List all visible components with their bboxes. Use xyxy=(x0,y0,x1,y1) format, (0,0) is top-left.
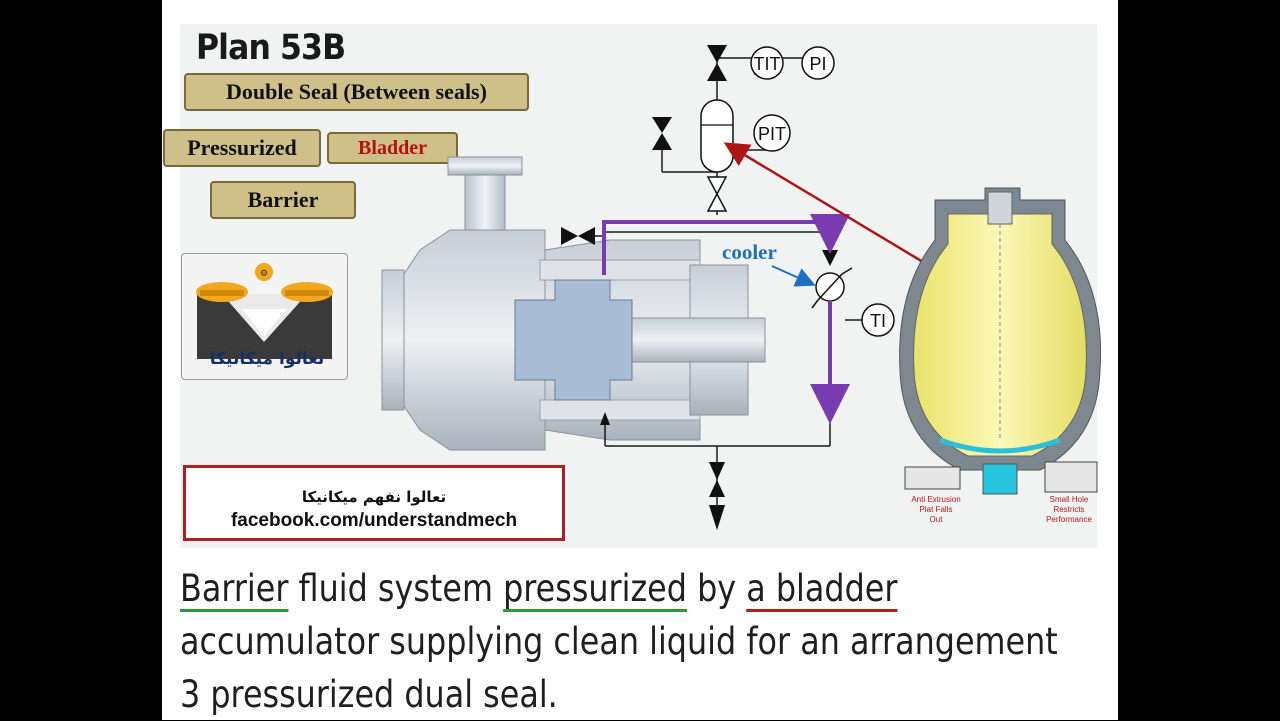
caption-word-bladder: a bladder xyxy=(746,567,898,610)
tag-double-seal: Double Seal (Between seals) xyxy=(184,73,529,111)
instrument-ti xyxy=(861,303,895,337)
logo: ⚙ تعالوا ميكانيكا xyxy=(181,253,348,380)
caption-line-3: 3 pressurized dual seal. xyxy=(180,673,558,716)
instrument-pi-label: PI xyxy=(809,54,826,74)
anti-extrusion-line3: Out xyxy=(930,515,944,524)
instrument-pit-label: PIT xyxy=(758,124,786,144)
tag-barrier: Barrier xyxy=(210,181,356,219)
svg-text:⚙: ⚙ xyxy=(260,268,268,278)
caption-line-1: Barrier fluid system pressurized by a bl… xyxy=(180,562,954,615)
bladder-pointer-arrow xyxy=(723,142,934,270)
small-hole-line3: Performance xyxy=(1046,515,1092,524)
facebook-url: facebook.com/understandmech xyxy=(230,510,518,531)
barrier-fluid-line xyxy=(602,214,850,424)
valve-open xyxy=(706,176,728,212)
logo-arabic-text: تعالوا ميكانيكا xyxy=(209,349,325,369)
caption-line-2: accumulator supplying clean liquid for a… xyxy=(180,620,1058,663)
caption-text: fluid system xyxy=(288,567,504,610)
cooler-label: cooler xyxy=(722,240,777,264)
instrument-tit-label: TIT xyxy=(754,54,781,74)
plan-title: Plan 53B xyxy=(196,28,346,68)
tag-bladder: Bladder xyxy=(327,132,458,164)
caption: Barrier fluid system pressurized by a bl… xyxy=(180,562,1058,721)
accumulator-notes: Anti Extrusion Plat Falls Out Small Hole… xyxy=(911,495,1092,524)
small-hole-line1: Small Hole xyxy=(1050,495,1089,504)
bladder-accumulator-symbol xyxy=(700,99,734,173)
caption-word-barrier: Barrier xyxy=(180,567,289,610)
caption-word-pressurized: pressurized xyxy=(503,567,687,610)
instrument-pi xyxy=(801,46,835,80)
caption-text: by xyxy=(686,567,747,610)
pump xyxy=(381,156,766,451)
facebook-box: تعالوا نفهم ميكانيكا facebook.com/unders… xyxy=(183,465,565,541)
small-hole-line2: Restricts xyxy=(1053,505,1084,514)
instrument-pit xyxy=(753,114,791,152)
facebook-arabic-text: تعالوا نفهم ميكانيكا xyxy=(301,488,447,506)
tag-pressurized: Pressurized xyxy=(163,129,321,167)
cooler-symbol xyxy=(811,250,853,309)
seal-chamber xyxy=(514,279,633,401)
logo-graphic: ⚙ xyxy=(196,263,333,359)
instruments: TIT PI PIT TI xyxy=(750,46,895,337)
instrument-tit xyxy=(750,46,784,80)
cooler-arrow xyxy=(771,265,816,287)
valves xyxy=(561,45,727,530)
anti-extrusion-line2: Plat Falls xyxy=(920,505,953,514)
anti-extrusion-line1: Anti Extrusion xyxy=(911,495,960,504)
bladder-accumulator-cutaway xyxy=(899,187,1102,495)
instrument-ti-label: TI xyxy=(870,311,886,331)
